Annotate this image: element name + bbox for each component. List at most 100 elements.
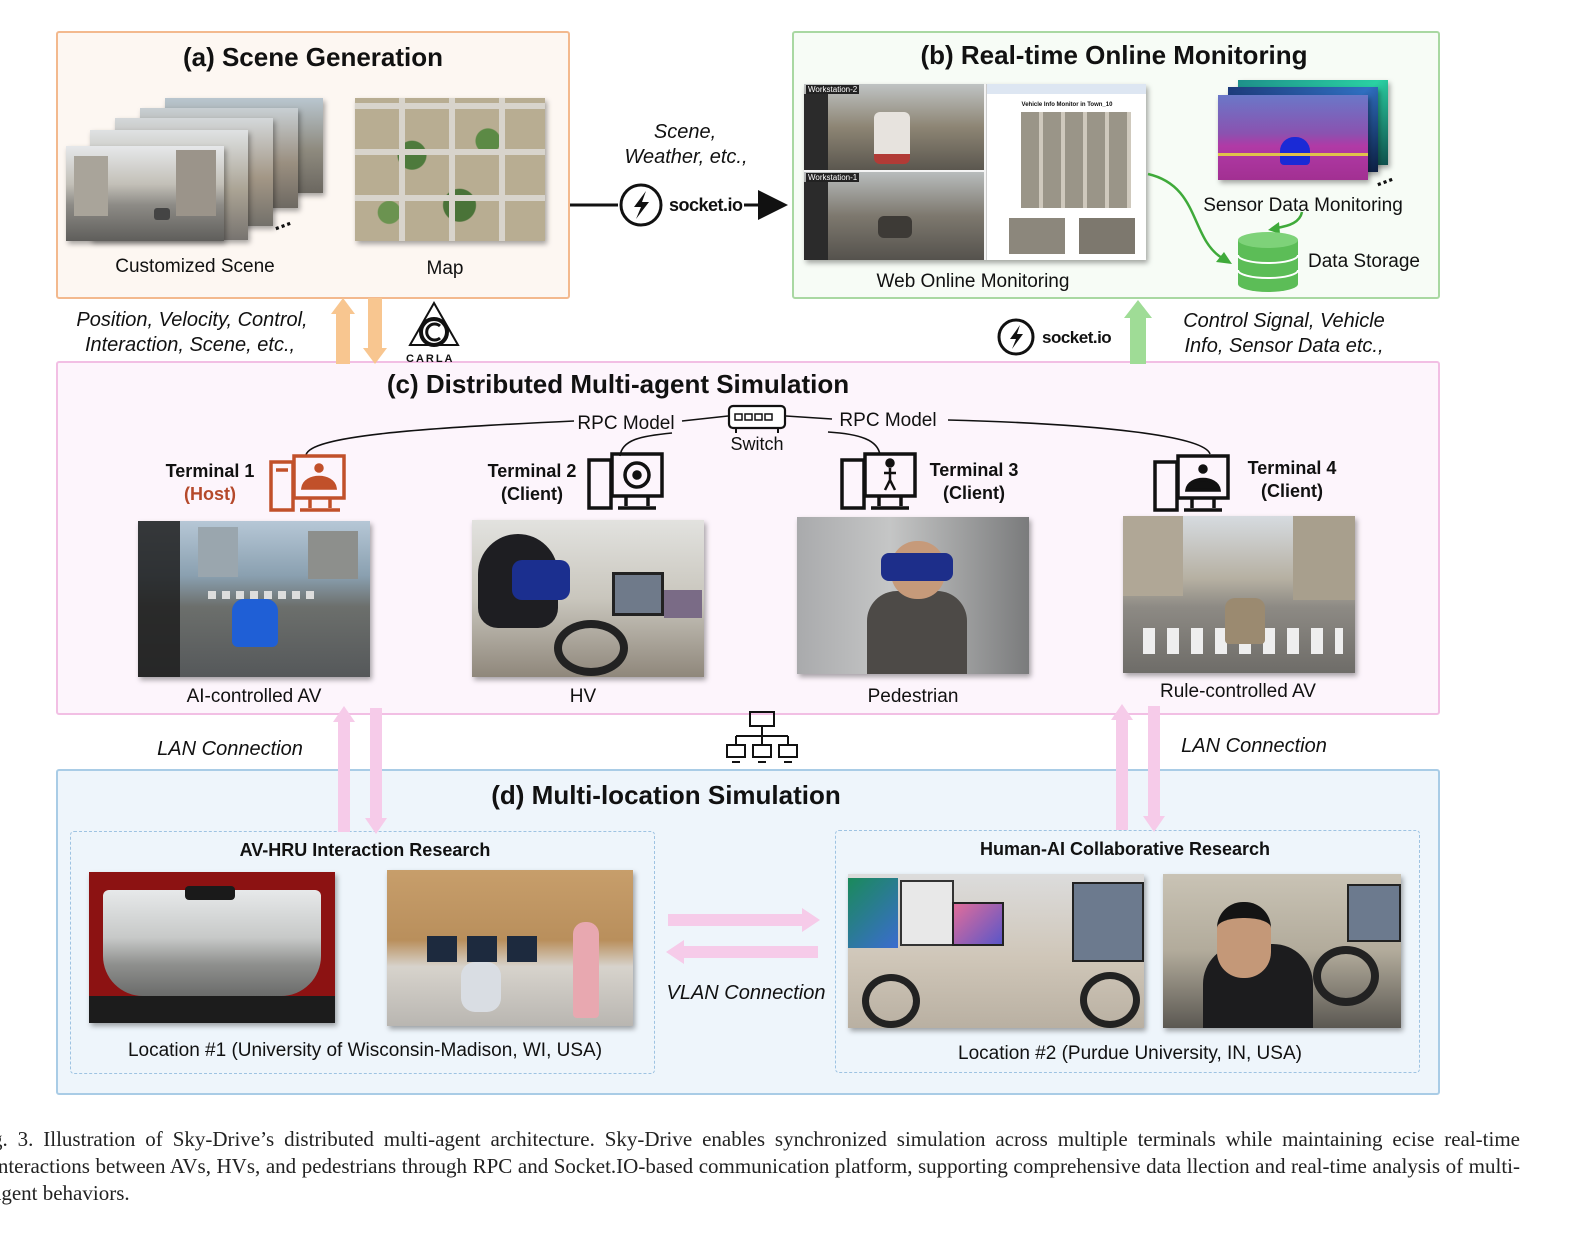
lan-left-down-arrow bbox=[365, 708, 387, 834]
location-2-driver-photo bbox=[1163, 874, 1401, 1028]
sensor-to-storage-arrowhead bbox=[1268, 222, 1280, 234]
terminal-4-computer-icon bbox=[1153, 454, 1230, 512]
monitor-screen bbox=[612, 572, 664, 616]
workstation-1-label: Workstation-1 bbox=[806, 173, 860, 182]
location-2-setup-photo bbox=[848, 874, 1144, 1028]
control-signal-text-2: Info, Sensor Data etc., bbox=[1184, 335, 1384, 357]
location-2-box bbox=[835, 830, 1420, 1073]
location-1-driving-view bbox=[89, 872, 335, 1023]
pedestrian-label: Pedestrian bbox=[867, 686, 959, 707]
vlan-connection: VLAN Connection bbox=[666, 982, 826, 1004]
web-monitoring-image: Workstation-2 Workstation-1 Vehicle Info… bbox=[804, 84, 1146, 260]
lan-right-up-arrow bbox=[1111, 704, 1133, 830]
location-2-title: Human-AI Collaborative Research bbox=[979, 839, 1271, 859]
steering-wheel bbox=[862, 974, 920, 1028]
rpc-link-terminal-2 bbox=[619, 432, 673, 457]
lan-connection-right: LAN Connection bbox=[1181, 735, 1327, 757]
socketio-logo-icon bbox=[997, 318, 1035, 356]
browser-bar bbox=[987, 84, 1146, 94]
rpc-model-left-label: RPC Model bbox=[572, 413, 680, 435]
rpc-model-right-label: RPC Model bbox=[834, 410, 942, 432]
vr-headset bbox=[881, 553, 953, 581]
dashboard bbox=[89, 996, 335, 1023]
carla-logo-icon bbox=[408, 300, 460, 347]
workstation-2-view: Workstation-2 bbox=[804, 84, 984, 170]
vehicle-thumb bbox=[1079, 218, 1135, 254]
switch-label: Switch bbox=[730, 434, 784, 454]
sensor-data-image bbox=[1218, 95, 1368, 180]
scene-weather-text-2: Weather, etc., bbox=[624, 146, 748, 168]
person-seated bbox=[461, 962, 501, 1012]
sensor-to-storage-arrow bbox=[1275, 211, 1304, 230]
orange-up-arrow bbox=[331, 298, 355, 364]
hv-image bbox=[472, 520, 704, 677]
control-signal-text-1: Control Signal, Vehicle bbox=[1183, 310, 1385, 332]
screen-right bbox=[1072, 882, 1144, 962]
scene-building bbox=[176, 150, 216, 216]
laptop bbox=[664, 590, 702, 618]
sensor-road-line bbox=[1218, 153, 1368, 156]
location-1-caption: Location #1 (University of Wisconsin-Mad… bbox=[127, 1040, 603, 1061]
network-icon bbox=[726, 711, 798, 763]
rule-av-image bbox=[1123, 516, 1355, 673]
terminal-3-name: Terminal 3 bbox=[929, 460, 1019, 480]
building-right bbox=[1293, 516, 1355, 600]
workstation-2-label: Workstation-2 bbox=[806, 85, 860, 94]
rpc-link-terminal-1 bbox=[305, 420, 575, 456]
map-label: Map bbox=[426, 258, 464, 279]
socketio-label-right: socket.io bbox=[1042, 328, 1112, 347]
sensor-car bbox=[1280, 137, 1310, 165]
customized-scene-image bbox=[66, 146, 224, 241]
panel-b-title: (b) Real-time Online Monitoring bbox=[920, 40, 1308, 70]
steering-wheel bbox=[554, 620, 628, 676]
windshield-view bbox=[103, 890, 321, 996]
ai-av-image bbox=[138, 521, 370, 677]
rpc-link-switch-right bbox=[785, 415, 833, 420]
rpc-link-terminal-3 bbox=[827, 431, 881, 456]
vehicle-thumb bbox=[1009, 218, 1065, 254]
vr-headset bbox=[512, 560, 570, 600]
orange-down-arrow bbox=[363, 298, 387, 364]
laptop-screen bbox=[952, 902, 1004, 946]
terminal-1-computer-icon bbox=[269, 454, 346, 512]
sidebar-strip bbox=[804, 94, 828, 170]
screen-green bbox=[848, 878, 898, 948]
screen-right bbox=[1347, 884, 1401, 942]
lan-connection-left: LAN Connection bbox=[157, 738, 303, 760]
scene-building bbox=[74, 156, 108, 216]
terminal-2-role: (Client) bbox=[501, 484, 563, 504]
monitor-to-storage-arrowhead bbox=[1216, 252, 1232, 264]
rule-av-label: Rule-controlled AV bbox=[1160, 681, 1316, 702]
location-1-title: AV-HRU Interaction Research bbox=[239, 840, 491, 860]
panel-d-title: (d) Multi-location Simulation bbox=[491, 780, 841, 810]
scene-car bbox=[154, 208, 170, 220]
location-2-caption: Location #2 (Purdue University, IN, USA) bbox=[958, 1043, 1302, 1064]
panel-a-title: (a) Scene Generation bbox=[182, 42, 444, 72]
monitor-to-storage-arrow bbox=[1147, 172, 1223, 260]
ai-av-label: AI-controlled AV bbox=[186, 686, 322, 707]
building-left bbox=[198, 527, 238, 577]
terminal-3-role: (Client) bbox=[943, 483, 1005, 503]
blue-car bbox=[232, 599, 278, 647]
ui-sidebar bbox=[138, 521, 180, 677]
building-left bbox=[1123, 516, 1183, 596]
terminal-4-name: Terminal 4 bbox=[1247, 458, 1337, 478]
pedestrian-image bbox=[797, 517, 1029, 674]
lan-left-up-arrow bbox=[333, 706, 355, 832]
building-right bbox=[308, 531, 358, 579]
terminal-1-name: Terminal 1 bbox=[165, 461, 255, 481]
web-monitoring-label: Web Online Monitoring bbox=[876, 271, 1070, 292]
database-icon bbox=[1237, 232, 1299, 292]
car-vehicle bbox=[878, 216, 912, 238]
location-1-box bbox=[70, 831, 655, 1074]
customized-scene-label: Customized Scene bbox=[115, 256, 275, 277]
beige-car bbox=[1225, 598, 1265, 644]
carla-label: CARLA bbox=[406, 353, 455, 365]
sensor-monitoring-label: Sensor Data Monitoring bbox=[1203, 195, 1403, 216]
person-standing bbox=[573, 922, 599, 1018]
figure-caption: g. 3. Illustration of Sky-Drive’s distri… bbox=[0, 1127, 1520, 1205]
person-body bbox=[867, 591, 967, 674]
terminal-2-computer-icon bbox=[587, 452, 664, 510]
lab-monitors bbox=[427, 936, 537, 962]
